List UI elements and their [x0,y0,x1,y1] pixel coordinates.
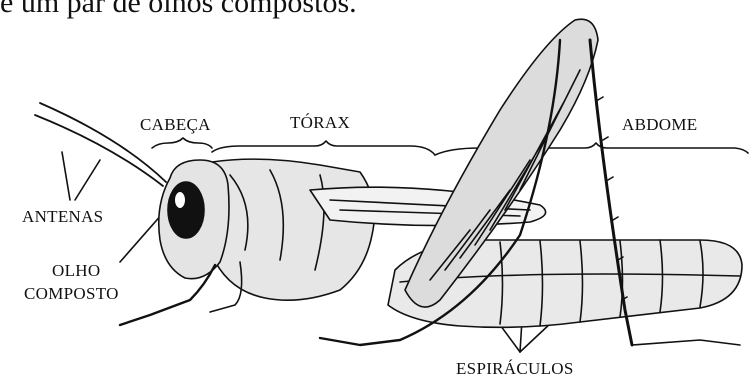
hind-tarsus [632,340,740,345]
label-olho-line1: OLHO [52,262,100,279]
label-antenas: ANTENAS [22,208,103,225]
thorax [205,159,374,300]
label-cabeca: CABEÇA [140,116,211,133]
antenas-leader-1 [62,152,70,200]
label-abdome: ABDOME [622,116,697,133]
torax-bracket [212,141,435,155]
label-espiraculos: ESPIRÁCULOS [456,360,574,377]
antenas-leader-2 [75,160,100,200]
label-olho-line2: COMPOSTO [24,285,119,302]
cabeca-bracket [152,138,212,148]
eye-highlight [175,192,185,208]
label-torax: TÓRAX [290,114,350,131]
compound-eye [168,182,204,238]
